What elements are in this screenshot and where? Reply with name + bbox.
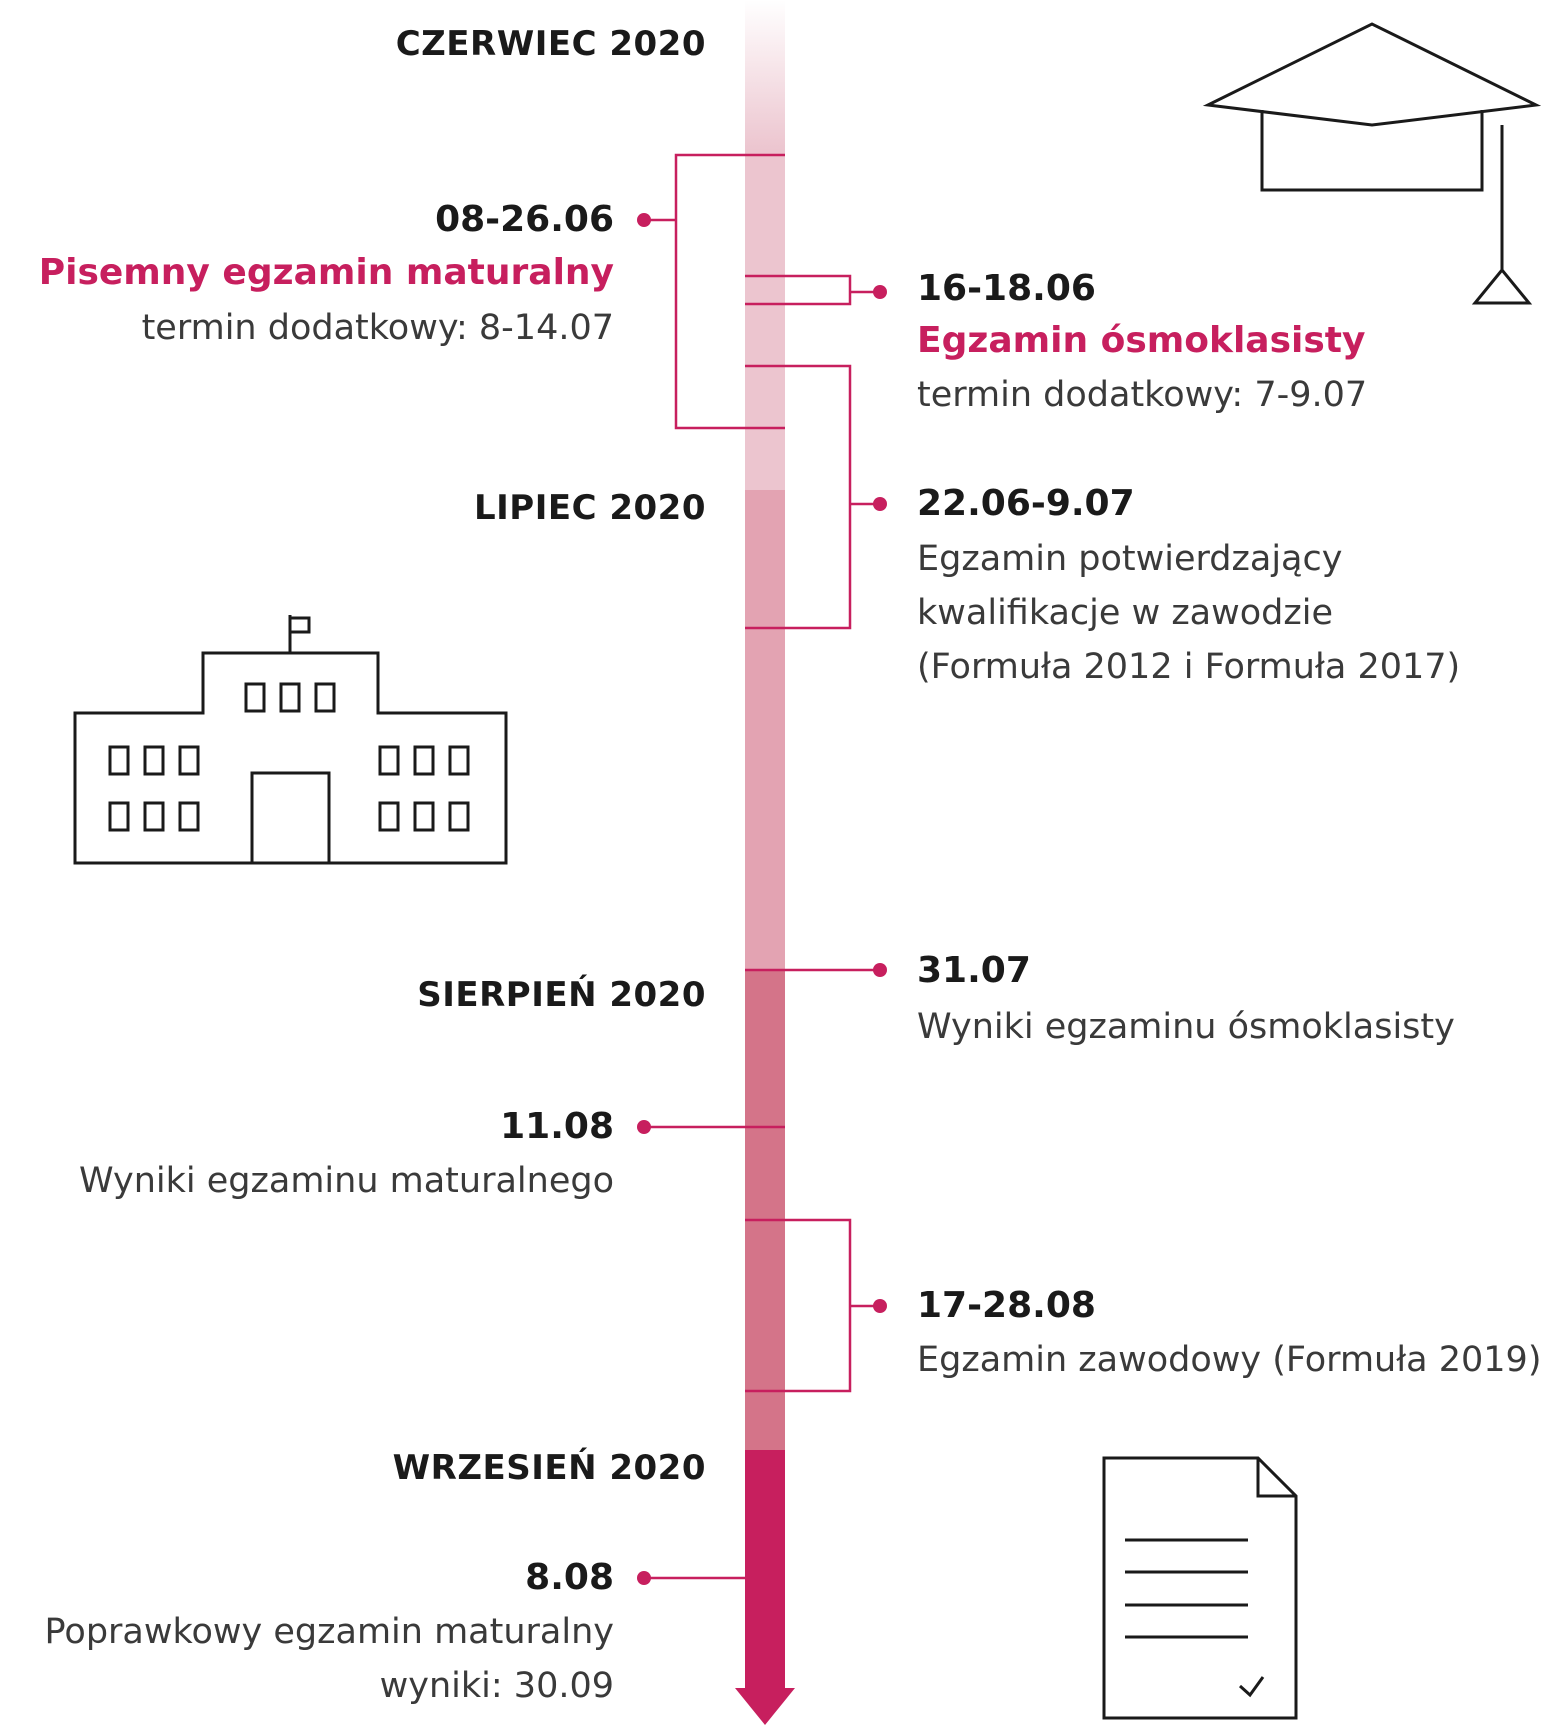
month-label-july: LIPIEC 2020 (473, 488, 706, 528)
timeline-segment-july (745, 490, 785, 970)
dot-wyniki-matury (637, 1120, 651, 1134)
timeline-segment-june (745, 150, 785, 490)
timeline-segment-september (745, 1450, 785, 1690)
dot-poprawkowy (637, 1571, 651, 1585)
event-desc-kwalifikacje-line2: kwalifikacje w zawodzie (917, 593, 1334, 633)
timeline-segment-august (745, 970, 785, 1450)
bracket-kwalifikacje (745, 364, 852, 630)
dot-zawodowy (873, 1299, 887, 1313)
month-label-september: WRZESIEŃ 2020 (392, 1448, 706, 1488)
dot-wyniki-osmoklasisty (873, 963, 887, 977)
event-desc-kwalifikacje-line1: Egzamin potwierdzający (917, 539, 1343, 579)
dot-kwalifikacje (873, 497, 887, 511)
event-desc-wyniki-matury: Wyniki egzaminu maturalnego (79, 1161, 614, 1201)
event-desc-zawodowy: Egzamin zawodowy (Formuła 2019) (917, 1340, 1542, 1380)
event-title-osmoklasisty: Egzamin ósmoklasisty (917, 320, 1366, 361)
bracket-osmoklasisty (745, 274, 852, 306)
bracket-matura (674, 153, 785, 430)
event-desc-wyniki-osmoklasisty: Wyniki egzaminu ósmoklasisty (917, 1007, 1455, 1047)
event-date-kwalifikacje: 22.06-9.07 (917, 483, 1135, 524)
event-date-osmoklasisty: 16-18.06 (917, 268, 1096, 309)
document-check-icon (1102, 1456, 1298, 1720)
timeline-arrow-head (735, 1688, 795, 1725)
event-date-wyniki-osmoklasisty: 31.07 (917, 950, 1031, 991)
dot-matura (637, 213, 651, 227)
timeline-fade-top (745, 0, 785, 150)
event-desc-kwalifikacje-line3: (Formuła 2012 i Formuła 2017) (917, 647, 1461, 687)
month-label-august: SIERPIEŃ 2020 (417, 975, 706, 1015)
school-building-icon (73, 615, 508, 865)
event-note-matura: termin dodatkowy: 8-14.07 (141, 308, 614, 348)
event-title-matura: Pisemny egzamin maturalny (38, 252, 614, 293)
event-date-wyniki-matury: 11.08 (500, 1106, 614, 1147)
event-desc-poprawkowy: Poprawkowy egzamin maturalny (44, 1612, 614, 1652)
event-date-poprawkowy: 8.08 (525, 1557, 614, 1598)
dot-osmoklasisty (873, 285, 887, 299)
event-date-matura: 08-26.06 (435, 199, 614, 240)
month-label-june: CZERWIEC 2020 (395, 24, 706, 64)
event-note-osmoklasisty: termin dodatkowy: 7-9.07 (917, 375, 1368, 415)
event-date-zawodowy: 17-28.08 (917, 1285, 1096, 1326)
event-note-poprawkowy: wyniki: 30.09 (379, 1666, 614, 1706)
graduation-cap-icon (1202, 22, 1542, 305)
